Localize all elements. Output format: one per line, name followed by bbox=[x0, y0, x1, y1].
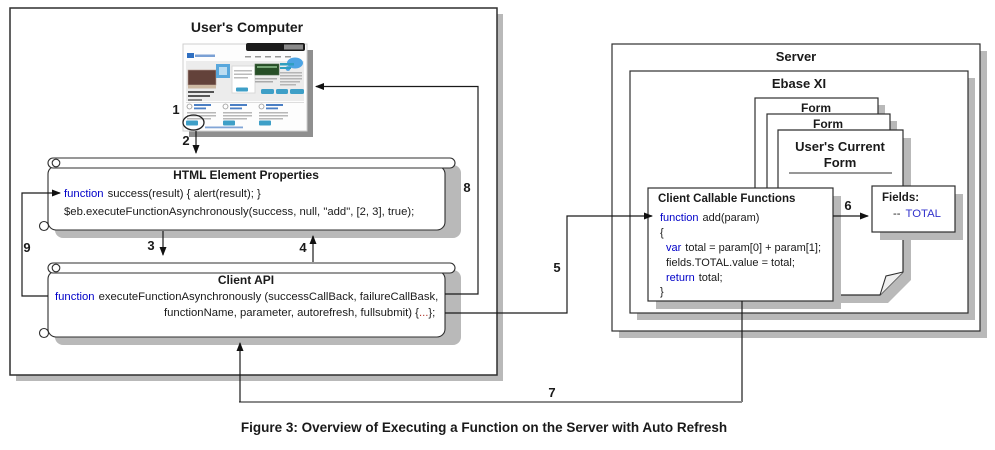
step-label-6: 6 bbox=[844, 198, 851, 213]
scroll-curl-icon bbox=[51, 263, 61, 273]
step-label-1: 1 bbox=[172, 102, 179, 117]
highlight-circle bbox=[182, 114, 205, 131]
field-total-link: TOTAL bbox=[906, 208, 941, 220]
html-props-title: HTML Element Properties bbox=[173, 168, 319, 182]
hero-text-2 bbox=[188, 95, 210, 97]
fields-box: Fields: --TOTAL bbox=[871, 185, 963, 240]
arrow-step-5 bbox=[445, 212, 653, 314]
site-logo-text bbox=[195, 54, 215, 57]
client-api-scroll-top bbox=[47, 262, 456, 274]
users-computer-title: User's Computer bbox=[191, 19, 304, 35]
step-label-2: 2 bbox=[182, 133, 189, 148]
keyword-function: function bbox=[55, 291, 95, 303]
hero-paragraph-lines bbox=[280, 72, 302, 86]
ellipsis-body: ... bbox=[419, 307, 428, 319]
content-columns bbox=[186, 103, 288, 126]
hero-tile-glyph bbox=[219, 67, 227, 75]
keyword-var: var bbox=[666, 242, 682, 254]
hero-text-3 bbox=[188, 99, 202, 101]
client-api-title: Client API bbox=[218, 273, 274, 287]
scroll-curl-icon bbox=[38, 220, 50, 232]
column-icon bbox=[186, 103, 193, 110]
hero-text-1 bbox=[188, 91, 214, 93]
hero-photo-1 bbox=[187, 69, 217, 86]
server-title: Server bbox=[776, 49, 816, 64]
content-column-3 bbox=[258, 103, 288, 126]
footer-link-line bbox=[205, 126, 243, 129]
ccf-code-line-4: fields.TOTAL.value = total; bbox=[666, 257, 795, 269]
step-label-8: 8 bbox=[463, 180, 470, 195]
arrow-step-7 bbox=[236, 301, 743, 403]
step-label-7: 7 bbox=[548, 385, 555, 400]
form-back-title: Form bbox=[801, 101, 831, 115]
browser-screenshot bbox=[182, 43, 313, 137]
column-icon bbox=[258, 103, 265, 110]
figure-caption: Figure 3: Overview of Executing a Functi… bbox=[241, 420, 727, 435]
column-button bbox=[259, 120, 271, 126]
step-label-3: 3 bbox=[147, 238, 154, 253]
ccf-code-line-6: } bbox=[660, 286, 664, 298]
page-fold-icon bbox=[879, 271, 904, 296]
ccf-title: Client Callable Functions bbox=[658, 193, 795, 205]
ccf-frame bbox=[647, 187, 834, 302]
form-mid-title: Form bbox=[813, 117, 843, 131]
hero-photo-2-detail bbox=[257, 66, 277, 68]
step-label-5: 5 bbox=[553, 260, 560, 275]
html-props-code-line-2: $eb.executeFunctionAsynchronously(succes… bbox=[64, 206, 414, 218]
speech-bubble-icon bbox=[287, 57, 303, 69]
hero-text-5 bbox=[255, 81, 273, 83]
scroll-curl-icon bbox=[38, 327, 50, 339]
scroll-curl-icon bbox=[51, 158, 61, 168]
current-form-title-2: Form bbox=[824, 155, 857, 170]
submit-button-highlight bbox=[186, 120, 198, 126]
keyword-function: function bbox=[64, 188, 104, 200]
content-column-1 bbox=[186, 103, 216, 126]
hero-heading-2 bbox=[280, 67, 291, 69]
keyword-return: return bbox=[666, 272, 695, 284]
keyword-function: function bbox=[660, 212, 699, 224]
step-label-4: 4 bbox=[299, 240, 307, 255]
column-icon bbox=[222, 103, 229, 110]
hero-card-button bbox=[236, 87, 248, 92]
hero-photo-1-caption bbox=[188, 85, 216, 89]
arrow-step-9 bbox=[21, 189, 61, 297]
nav-links bbox=[245, 56, 291, 58]
fields-label: Fields: bbox=[882, 192, 919, 204]
ccf-code-line-2: { bbox=[660, 227, 664, 239]
html-props-scroll-top bbox=[47, 157, 456, 169]
client-api-code-line-2: functionName, parameter, autorefresh, fu… bbox=[164, 307, 435, 319]
arrow-step-8 bbox=[315, 83, 479, 295]
hero-heading-1 bbox=[280, 63, 294, 66]
step-label-9: 9 bbox=[23, 240, 30, 255]
hero-button-row bbox=[261, 89, 304, 94]
hero-text-4 bbox=[255, 78, 277, 80]
browser-chrome-button bbox=[284, 44, 303, 50]
ebase-title: Ebase XI bbox=[772, 76, 826, 91]
column-button bbox=[223, 120, 235, 126]
hero-photo-2 bbox=[254, 63, 280, 76]
site-logo-icon bbox=[187, 53, 194, 58]
fields-frame bbox=[871, 185, 956, 233]
hero-card-lines bbox=[234, 70, 252, 79]
server-box: Server Ebase XI Form Form User's Current… bbox=[611, 43, 987, 338]
fields-total-item: --TOTAL bbox=[893, 208, 941, 220]
current-form-title-1: User's Current bbox=[795, 139, 885, 154]
content-column-2 bbox=[222, 103, 252, 126]
